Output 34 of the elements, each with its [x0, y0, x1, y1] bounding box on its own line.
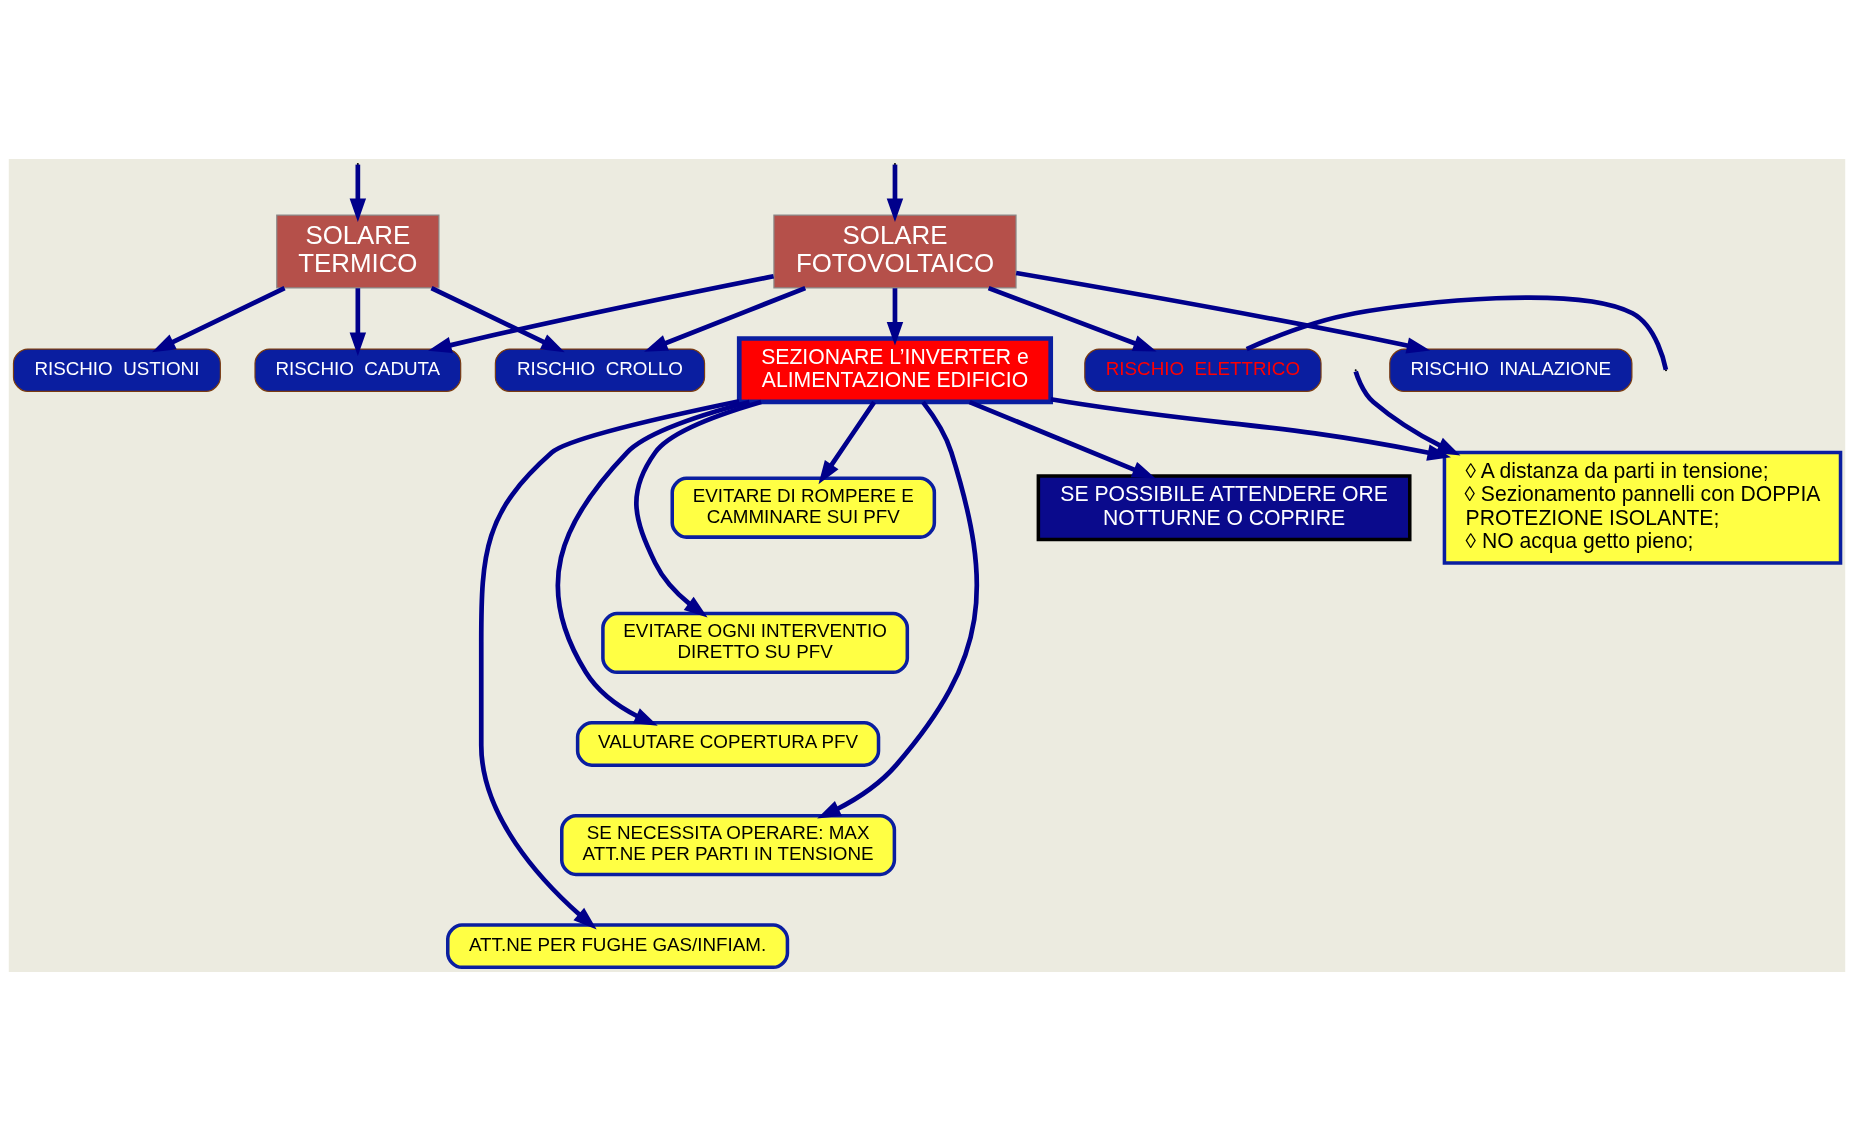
node-box: SEZIONARE L’INVERTER e ALIMENTAZIONE EDIFICIO [736, 335, 1054, 404]
arrow [968, 399, 1156, 478]
arrow [634, 399, 762, 618]
arrow [644, 285, 807, 352]
arrow [1015, 270, 1431, 354]
arrow [886, 287, 904, 346]
node-box: RISCHIO ELETTRICO [1084, 348, 1322, 392]
arrow [349, 164, 367, 222]
arrow [428, 273, 775, 353]
arrow [1353, 370, 1461, 461]
arrow [817, 400, 979, 819]
node-box: ATT.NE PER FUGHE GAS/INFIAM. [446, 922, 790, 969]
node-box: RISCHIO CROLLO [494, 348, 706, 392]
arrow [478, 398, 740, 929]
node-box: RISCHIO INALAZIONE [1389, 348, 1633, 392]
node-box: SOLARE FOTOVOLTAICO [773, 214, 1017, 289]
arrow [987, 285, 1157, 352]
node-box: SOLARE TERMICO [276, 214, 440, 289]
arrow [1050, 396, 1461, 461]
connector [1245, 294, 1669, 370]
arrow [151, 285, 286, 352]
node-box: RISCHIO CADUTA [254, 348, 462, 392]
node-box: ◊ A distanza da parti in tensione; ◊ Sezionamento pannelli con DOPPIA PROTEZIONE ISOLANTE; ◊ NO acqua getto pieno; [1442, 450, 1843, 565]
node-box: EVITARE OGNI INTERVENTIO DIRETTO SU PFV [601, 611, 910, 674]
node-box: EVITARE DI ROMPERE E CAMMINARE SUI PFV [670, 476, 937, 539]
arrow [349, 287, 367, 356]
arrow [430, 285, 565, 352]
arrow [555, 399, 751, 726]
node-box: RISCHIO USTIONI [12, 348, 221, 392]
node-box: SE POSSIBILE ATTENDERE ORE NOTTURNE O COPRIRE [1036, 473, 1412, 541]
arrow [886, 164, 904, 222]
node-box: VALUTARE COPERTURA PFV [575, 720, 881, 767]
arrow [818, 400, 877, 484]
node-box: SE NECESSITA OPERARE: MAX ATT.NE PER PARTI IN TENSIONE [560, 813, 897, 876]
